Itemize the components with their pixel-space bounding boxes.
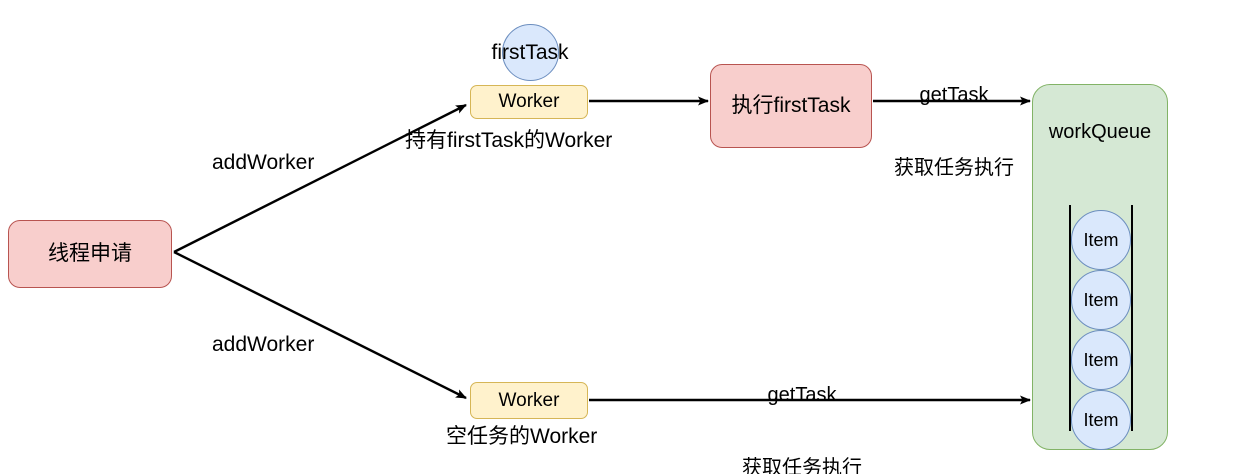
node-work-queue[interactable]: workQueue Item Item Item Item: [1032, 84, 1168, 450]
node-work-queue-label: workQueue: [1048, 121, 1152, 143]
node-thread-request[interactable]: 线程申请: [8, 220, 172, 288]
node-worker-top[interactable]: Worker: [470, 85, 588, 119]
queue-item[interactable]: Item: [1071, 330, 1131, 390]
node-exec-first-task-label: 执行firstTask: [731, 93, 851, 117]
edge-label-get-task-bottom-line2: 获取任务执行: [742, 456, 862, 474]
queue-rail-right: [1131, 205, 1133, 431]
queue-item[interactable]: Item: [1071, 270, 1131, 330]
queue-item[interactable]: Item: [1071, 210, 1131, 270]
queue-item-label: Item: [1083, 229, 1119, 250]
node-exec-first-task[interactable]: 执行firstTask: [710, 64, 872, 148]
edge-label-get-task-top-line2: 获取任务执行: [894, 156, 1014, 179]
queue-item[interactable]: Item: [1071, 390, 1131, 450]
edge-label-add-worker-top: addWorker: [212, 151, 315, 174]
edge-thread-request-to-worker-bottom: [173, 250, 467, 400]
node-thread-request-label: 线程申请: [48, 241, 132, 265]
queue-rail-left: [1069, 205, 1071, 431]
edge-label-get-task-top-line1: getTask: [919, 83, 989, 106]
queue-item-label: Item: [1083, 349, 1119, 370]
node-worker-bottom[interactable]: Worker: [470, 382, 588, 419]
edge-label-get-task-bottom: getTask 获取任务执行: [742, 334, 862, 474]
queue-item-label: Item: [1083, 289, 1119, 310]
node-worker-top-label: Worker: [498, 91, 560, 113]
queue-item-label: Item: [1083, 409, 1119, 430]
edge-label-empty-task-worker: 空任务的Worker: [446, 425, 598, 448]
edge-label-get-task-bottom-line1: getTask: [767, 383, 837, 406]
node-first-task-circle[interactable]: [502, 24, 559, 81]
edge-label-hold-first-task-worker: 持有firstTask的Worker: [405, 129, 613, 152]
edge-label-add-worker-bottom: addWorker: [212, 333, 315, 356]
node-first-task-label: firstTask: [491, 41, 569, 64]
edge-label-get-task-top: getTask 获取任务执行: [894, 34, 1014, 229]
node-worker-bottom-label: Worker: [498, 389, 560, 411]
